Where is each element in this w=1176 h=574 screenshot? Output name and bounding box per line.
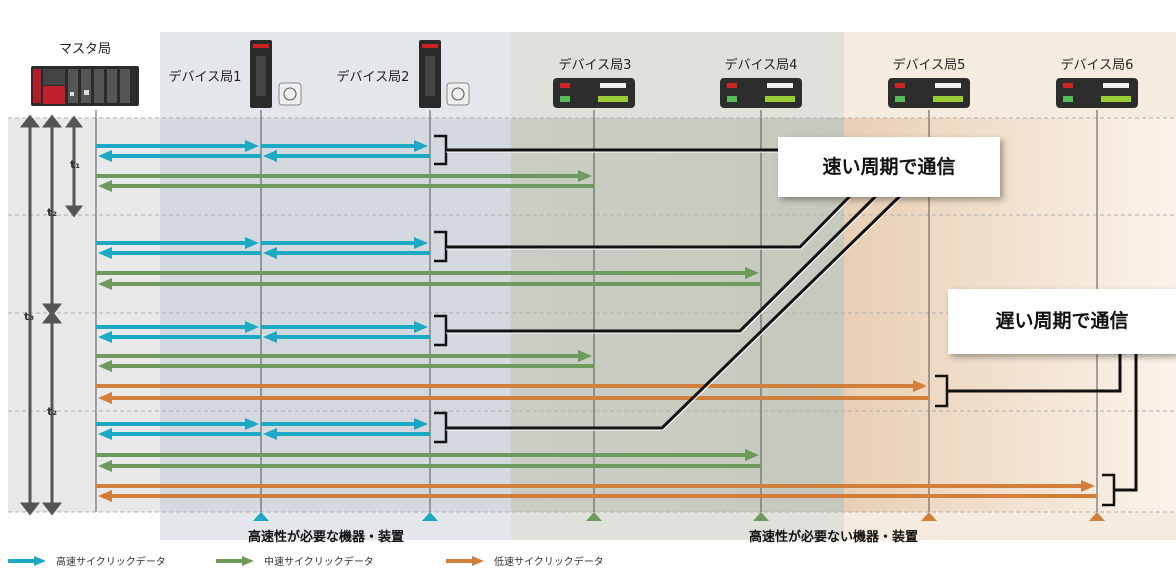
master-column-bg (8, 118, 160, 512)
data-arrow-head (245, 418, 259, 430)
t2-label-lower: t₂ (47, 405, 58, 418)
data-arrow-head (414, 140, 428, 152)
label-high-speed-required: 高速性が必要な機器・装置 (248, 530, 405, 545)
data-arrow-head (414, 237, 428, 249)
time-axis (19, 114, 83, 516)
data-arrow-head (1081, 480, 1095, 492)
data-arrow-head (98, 490, 112, 502)
legend-low-label: 低速サイクリックデータ (494, 557, 604, 568)
connector-lines (446, 148, 1138, 492)
data-arrow-head (745, 267, 759, 279)
data-arrow-head (745, 449, 759, 461)
device-2-icon (419, 40, 470, 108)
legend-high: 高速サイクリックデータ (8, 553, 166, 568)
legend-mid: 中速サイクリックデータ (216, 553, 374, 568)
data-arrow-head (245, 321, 259, 333)
device-5-label: デバイス局5 (892, 58, 966, 73)
device-4-label: デバイス局4 (724, 58, 798, 73)
data-arrow-head (245, 140, 259, 152)
data-arrow-head (578, 170, 592, 182)
legend-mid-arrow-icon (216, 555, 254, 566)
data-arrows (96, 140, 1097, 502)
device-1-label: デバイス局1 (168, 70, 242, 85)
device-3-label: デバイス局3 (558, 58, 632, 73)
data-arrow-head (98, 150, 112, 162)
data-arrow-head (414, 418, 428, 430)
legend-mid-label: 中速サイクリックデータ (264, 557, 374, 568)
data-arrow-head (414, 321, 428, 333)
bottom-markers (253, 512, 1105, 521)
t2-label-upper: t₂ (47, 206, 58, 219)
data-arrow-head (245, 237, 259, 249)
device-3-icon (553, 78, 635, 108)
data-arrow-head (263, 428, 277, 440)
t3-label: t₃ (24, 310, 35, 323)
data-arrow-head (98, 392, 112, 404)
legend-low: 低速サイクリックデータ (446, 553, 604, 568)
master-station-icon (31, 66, 139, 106)
callout-slow: 遅い周期で通信 (948, 289, 1176, 354)
device-6-icon (1056, 78, 1138, 108)
label-high-speed-not-required: 高速性が必要ない機器・装置 (749, 530, 919, 545)
callout-fast: 速い周期で通信 (778, 137, 1000, 197)
data-arrow-head (98, 247, 112, 259)
t1-label: t₁ (70, 158, 81, 171)
master-label: マスタ局 (58, 42, 111, 57)
data-arrow-head (98, 180, 112, 192)
device-1-icon (250, 40, 302, 108)
header-mid: 中速通信周期(t2) (624, 11, 731, 26)
high-column-bg-lower (160, 118, 511, 512)
data-arrow-head (98, 460, 112, 472)
data-arrow-head (98, 331, 112, 343)
legend-low-arrow-icon (446, 555, 484, 566)
data-arrow-head (98, 360, 112, 372)
header-high: 高速通信周期(t1) (282, 11, 389, 26)
device-2-label: デバイス局2 (336, 70, 410, 85)
device-5-icon (888, 78, 970, 108)
data-arrow-head (263, 331, 277, 343)
data-arrow-head (263, 247, 277, 259)
header-low: 低速通信周期(t3) (957, 11, 1063, 26)
legend-high-arrow-icon (8, 555, 46, 566)
device-6-label: デバイス局6 (1060, 58, 1134, 73)
data-arrow-head (98, 428, 112, 440)
legend-high-label: 高速サイクリックデータ (56, 557, 166, 568)
data-arrow-head (263, 150, 277, 162)
device-4-icon (720, 78, 802, 108)
data-arrow-head (578, 350, 592, 362)
data-arrow-head (913, 380, 927, 392)
data-arrow-head (98, 278, 112, 290)
